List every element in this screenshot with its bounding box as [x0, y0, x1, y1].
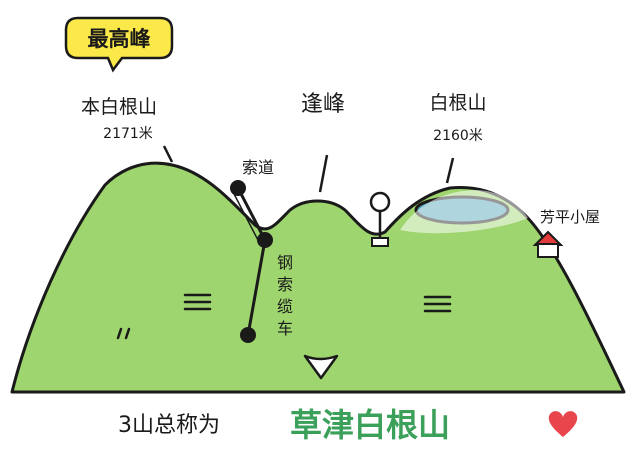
- observation-post-icon: [369, 191, 391, 247]
- peak1-elevation: 2171米: [103, 126, 153, 142]
- triangle-marker: [303, 354, 339, 380]
- peak3-name: 白根山: [429, 92, 486, 114]
- slope-marks: [116, 293, 452, 340]
- mountain-hut-icon: [532, 230, 564, 258]
- pointer-peak2: [318, 154, 329, 193]
- peak3-elevation: 2160米: [433, 128, 483, 144]
- svg-text:钢: 钢: [277, 253, 293, 272]
- peak1-name: 本白根山: [81, 96, 157, 118]
- ropeway-cable-upper: [236, 187, 267, 241]
- ropeway-station-mid: [257, 232, 273, 248]
- pointer-peak1: [162, 145, 174, 163]
- ropeway-station-top: [230, 180, 246, 196]
- hut-label: 芳平小屋: [540, 208, 600, 226]
- ropeway-vertical-label: 钢 索 缆 车: [277, 253, 293, 338]
- ropeway-cable-lower: [246, 239, 267, 336]
- caption-prefix: 3山总称为: [118, 413, 220, 438]
- highest-peak-label: 最高峰: [88, 27, 151, 51]
- ropeway-station-label: 索道: [242, 158, 274, 177]
- svg-text:索: 索: [277, 275, 293, 294]
- pointer-peak3: [445, 157, 455, 184]
- summit-patch: [400, 190, 528, 234]
- caption-mountain-name: 草津白根山: [290, 406, 450, 444]
- heart-icon: [548, 411, 578, 437]
- ropeway-station-bottom: [240, 327, 256, 343]
- ropeway-cable-outer: [231, 189, 261, 245]
- peak2-name: 逢峰: [301, 92, 345, 117]
- svg-text:缆: 缆: [277, 297, 293, 316]
- highest-peak-badge: 最高峰: [64, 16, 174, 73]
- svg-text:车: 车: [277, 319, 293, 338]
